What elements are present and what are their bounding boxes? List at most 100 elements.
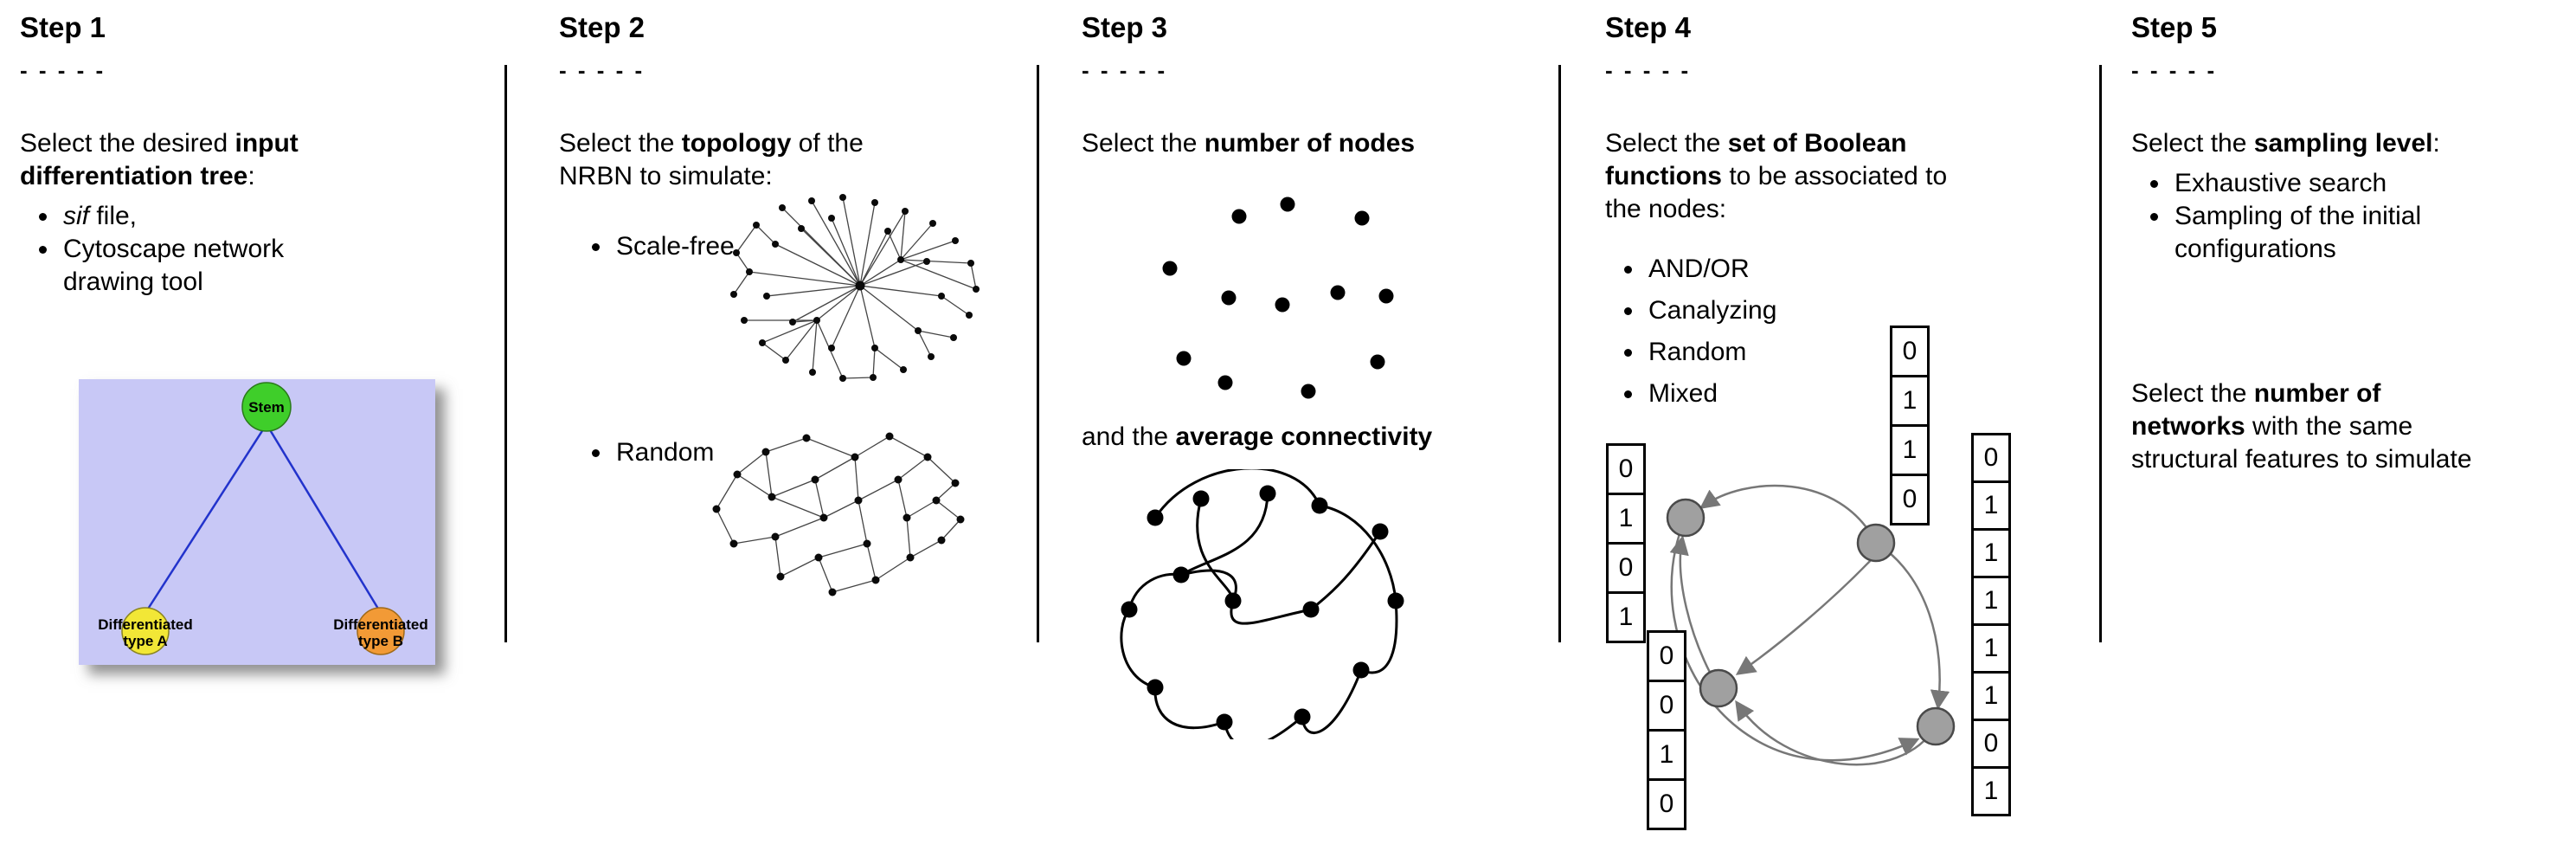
random-network-graphic	[712, 432, 965, 596]
step-2-intro-bold: topology	[681, 129, 792, 158]
bullet-exhaustive-search: Exhaustive search	[2171, 167, 2495, 200]
type-a-label: type A	[123, 633, 167, 649]
truth-cell: 0	[1971, 719, 2011, 769]
bn-node	[1916, 706, 1956, 746]
bullet-sampling-initial: Sampling of the initial configurations	[2171, 200, 2495, 266]
bullet-and-or: AND/OR	[1645, 248, 1882, 290]
truth-cell: 1	[1971, 576, 2011, 626]
step-5-intro-text: :	[2432, 129, 2440, 158]
paragraph-text: with the same	[2245, 412, 2413, 441]
step-5-intro-text: Select the	[2131, 129, 2254, 158]
step-1-intro-text: Select the desired	[20, 129, 235, 158]
truth-cell: 0	[1647, 680, 1686, 732]
truth-cell: 1	[1890, 424, 1930, 476]
bullet-text: Cytoscape network drawing tool	[63, 235, 285, 296]
tree-edge	[265, 423, 382, 614]
truth-cell: 0	[1890, 474, 1930, 525]
differentiation-tree-graphic: Stem Differentiated type A Differentiate…	[98, 382, 428, 655]
bullet-cytoscape: Cytoscape network drawing tool	[60, 233, 331, 299]
bullet-random-functions: Random	[1645, 332, 1882, 373]
step-2-dashes: - - - - -	[559, 57, 646, 83]
step-2-bullet-scale-free: Scale-free	[573, 230, 832, 263]
bullet-sif-file: sif file,	[60, 200, 331, 233]
step-5-networks-paragraph: Select the number of networks with the s…	[2131, 377, 2573, 476]
paragraph-text: structural features to simulate	[2131, 445, 2472, 474]
step-2-bullet-random: Random	[573, 436, 832, 469]
truth-cell: 0	[1971, 433, 2011, 483]
paragraph-bold: networks	[2131, 412, 2245, 441]
step-4-bullet-list: AND/OR Canalyzing Random Mixed	[1605, 248, 1882, 415]
step-4-intro-text: Select the	[1605, 129, 1728, 158]
stem-label: Stem	[248, 399, 285, 416]
bn-node	[1856, 523, 1896, 563]
step-1-intro-bold: differentiation tree	[20, 162, 248, 190]
scale-free-network-graphic	[730, 194, 980, 382]
bullet-canalyzing: Canalyzing	[1645, 290, 1882, 332]
bullet-text: Random	[616, 438, 715, 467]
type-b-label: type B	[358, 633, 403, 649]
bn-node	[1699, 668, 1738, 708]
truth-cell: 1	[1971, 623, 2011, 674]
bullet-text: AND/OR	[1648, 255, 1750, 283]
step-3-intro-connectivity: and the average connectivity	[1082, 421, 1566, 454]
bullet-text: Canalyzing	[1648, 296, 1777, 325]
step-3-intro-bold: number of nodes	[1204, 129, 1416, 158]
truth-cell: 1	[1971, 528, 2011, 578]
bullet-text: file,	[89, 202, 138, 230]
bn-arrow	[1699, 484, 1878, 544]
step-2-column: Step 2 - - - - - Select the topology of …	[559, 10, 1035, 193]
type-b-label: Differentiated	[333, 616, 428, 633]
truth-cell: 0	[1647, 630, 1686, 682]
truth-cell: 1	[1971, 480, 2011, 531]
step-3-dashes: - - - - -	[1082, 57, 1168, 83]
bullet-mixed: Mixed	[1645, 373, 1882, 415]
type-a-node	[121, 607, 170, 655]
step-4-column: Step 4 - - - - - Select the set of Boole…	[1605, 10, 2090, 415]
step-2-intro-text: Select the	[559, 129, 682, 158]
tree-edge	[144, 423, 268, 614]
connectivity-graphic	[1120, 469, 1404, 739]
step-3-intro-text: Select the	[1082, 129, 1204, 158]
step-5-title: Step 5	[2131, 11, 2218, 43]
step-5-bullet-list: Exhaustive search Sampling of the initia…	[2131, 167, 2495, 266]
truth-cell: 1	[1606, 493, 1646, 545]
step-1-bullet-list: sif file, Cytoscape network drawing tool	[20, 200, 331, 299]
type-b-node	[357, 607, 405, 655]
step-3-column: Step 3 - - - - - Select the number of no…	[1082, 10, 1566, 160]
type-a-label: Differentiated	[98, 616, 193, 633]
truth-table-bottom-left: 0 0 1 0	[1647, 630, 1686, 830]
truth-cell: 1	[1890, 375, 1930, 427]
column-divider	[1037, 65, 1039, 642]
step-1-intro: Select the desired input differentiation…	[20, 127, 504, 193]
truth-cell: 1	[1647, 729, 1686, 781]
truth-table-left: 0 1 0 1	[1606, 443, 1646, 643]
truth-cell: 1	[1606, 591, 1646, 643]
step-4-intro-bold: functions	[1605, 162, 1722, 190]
paragraph-line: structural features to simulate	[2131, 443, 2573, 476]
bn-arrow	[1735, 558, 1873, 675]
paragraph-bold: number of	[2253, 379, 2381, 408]
paragraph-line: networks with the same	[2131, 410, 2573, 443]
differentiation-tree-image: Stem Differentiated type A Differentiate…	[79, 379, 435, 665]
truth-table-top: 0 1 1 0	[1890, 326, 1930, 525]
step-2-intro-text: NRBN to simulate:	[559, 162, 773, 190]
column-divider	[504, 65, 507, 642]
bn-node	[1666, 498, 1706, 538]
stem-node	[241, 382, 292, 432]
step-1-intro-text: :	[247, 162, 255, 190]
paragraph-line: Select the number of	[2131, 377, 2573, 410]
step-1-title: Step 1	[20, 11, 106, 43]
bullet-scale-free: Scale-free	[613, 230, 832, 263]
step-4-intro: Select the set of Boolean functions to b…	[1605, 127, 2090, 226]
step-1-intro-bold: input	[234, 129, 299, 158]
step-2-intro-text: of the	[791, 129, 864, 158]
truth-cell: 1	[1971, 671, 2011, 721]
step-3-title: Step 3	[1082, 11, 1168, 43]
bullet-text: Scale-free	[616, 232, 735, 261]
truth-cell: 0	[1890, 326, 1930, 377]
bullet-text: Sampling of the initial configurations	[2175, 202, 2422, 263]
bn-arrow	[1669, 535, 1720, 689]
step-5-intro-bold: sampling level	[2253, 129, 2433, 158]
step-1-column: Step 1 - - - - - Select the desired inpu…	[20, 10, 504, 299]
